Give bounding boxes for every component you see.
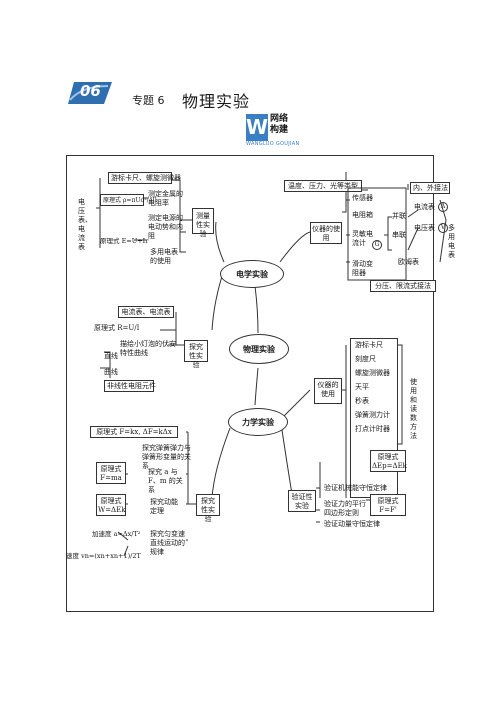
explore-meters: 电流表、电流表 [118, 306, 174, 318]
force-principle: 原理式 F=F' [370, 494, 406, 516]
ohmmeter-label: 欧姆表 [398, 258, 419, 266]
chapter-badge: 06 [68, 80, 114, 106]
work-item: 探究动能定理 [150, 498, 178, 515]
force-item: 验证力的平行四边形定则 [324, 500, 366, 517]
ammeter-label: 电流表 [414, 203, 435, 211]
parallel-label: 并联 [392, 212, 406, 220]
newton-principle: 原理式 F=ma [96, 462, 126, 484]
hooke-principle: 原理式 F=kx, ΔF=kΔx [90, 426, 178, 438]
chapter-title: 物理实验 [182, 92, 251, 111]
energy-principle: 原理式 ΔEp=ΔEk [370, 450, 407, 472]
mindmap-frame [66, 155, 434, 612]
ammeter-symbol: A [438, 202, 448, 212]
logo-line1: 网络 [270, 114, 289, 124]
galvanometer-symbol: G [372, 240, 382, 250]
section-logo: W 网络 构建 WANGLUO GOUJIAN [246, 114, 302, 148]
mech-instrument-item: 刻度尺 [355, 355, 376, 363]
series-label: 串联 [392, 231, 406, 239]
measure-tools: 游标卡尺、螺旋测微器 [108, 172, 181, 184]
mech-instrument-item: 螺旋测微器 [355, 369, 390, 377]
multimeter-item: 多用电表的使用 [150, 248, 178, 265]
newton-item: 探究 a 与 F、m 的关系 [148, 468, 183, 494]
mechanics-hub: 力学实验 [228, 408, 288, 436]
mech-instrument-item: 天平 [355, 383, 369, 391]
emf-principle: 原理式 E=U+Ir [100, 237, 149, 245]
explore-principle: 原理式 R=U/I [94, 324, 140, 332]
electric-hub: 电学实验 [220, 260, 284, 288]
resistivity-principle: 原理式 ρ=πUd²/4Il [100, 194, 157, 206]
logo-line2: 构建 [270, 125, 289, 135]
nonlinear-element: 非线性电阻元件 [104, 380, 156, 392]
momentum-item: 验证动量守恒定律 [324, 520, 380, 528]
accel-formula: 加速度 a=Δx/T² [92, 530, 141, 538]
chapter-label: 专题 6 [132, 94, 165, 107]
chapter-badge-shape [68, 82, 112, 104]
rheostat: 滑动变阻器 [352, 260, 373, 277]
speed-formula: 速度 vn=(xn+xn+1)/2T [66, 552, 141, 560]
mech-instrument-item: 弹簧测力计 [355, 411, 390, 419]
sensor: 传感器 [352, 194, 373, 202]
use-method-label: 使用和读数方法 [410, 378, 417, 440]
mech-instrument-item: 游标卡尺 [355, 341, 383, 349]
logo-letter: W [246, 114, 269, 141]
motion-item: 探究匀变速直线运动的规律 [150, 530, 185, 556]
galvanometer: 灵敏电流计 [352, 230, 373, 247]
measure-experiment-node: 测量性实验 [192, 208, 214, 238]
emf-item: 测定电源的电动势和内阻 [148, 214, 183, 240]
spring-item: 探究弹簧弹力与弹簧形变量的关系 [142, 444, 191, 470]
mech-instrument-list: 游标卡尺 刻度尺 螺旋测微器 天平 秒表 弹簧测力计 打点计时器 [350, 338, 398, 498]
resistor-box: 电阻箱 [352, 211, 373, 219]
bulb-item: 描绘小灯泡的伏安特性曲线 [120, 340, 176, 357]
mech-instrument-item: 秒表 [355, 397, 369, 405]
center-node: 物理实验 [229, 334, 289, 364]
verify-experiment-node: 验证性实验 [288, 490, 316, 512]
voltmeter-label: 电压表 [414, 224, 435, 232]
side-meters-label: 电压表、电流表 [78, 198, 92, 251]
mech-explore-node: 探究性实验 [196, 494, 220, 523]
electric-explore-node: 探究性实验 [184, 340, 208, 369]
multimeter-label: 多用电表 [448, 224, 455, 259]
sensor-types: 温度、压力、光等类型 [284, 180, 362, 192]
inner-outer-connection: 内、外接法 [410, 182, 450, 194]
instrument-usage-node: 仪器的使用 [310, 222, 342, 244]
mech-instrument-node: 仪器的使用 [314, 378, 342, 404]
resistivity-item: 测定金属的电阻率 [148, 190, 183, 207]
energy-item: 验证机械能守恒定律 [324, 484, 387, 492]
logo-subtitle: WANGLUO GOUJIAN [246, 141, 300, 147]
voltmeter-symbol: V [438, 223, 448, 233]
line-label: 直线 [104, 352, 118, 360]
work-principle: 原理式 W=ΔEk [96, 494, 126, 516]
chapter-number: 06 [80, 82, 101, 100]
mech-instrument-item: 打点计时器 [355, 425, 390, 433]
curve-label: 曲线 [104, 368, 118, 376]
logo-text: 网络 构建 [270, 114, 288, 136]
